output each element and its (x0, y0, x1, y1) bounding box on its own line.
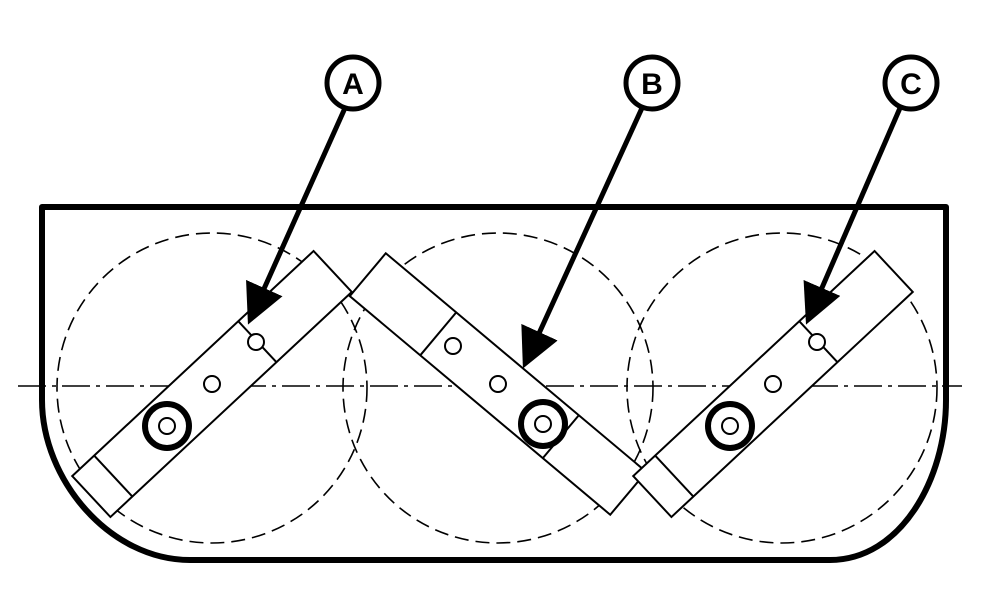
blade-left-hole-outer (247, 333, 265, 351)
callout-a-leader-arrow (246, 106, 348, 325)
deck-housing-outline (39, 204, 949, 563)
blade-cutting-circle-center (342, 232, 654, 544)
blade-right-spindle-hole (721, 417, 739, 435)
callout-c-leader-arrow (803, 107, 903, 325)
callout-b-label: B (641, 68, 663, 101)
blade-left-spindle-hole (158, 417, 176, 435)
callout-c: C (882, 54, 940, 112)
callout-b-leader-arrow (521, 106, 645, 369)
blade-right-hole-center (764, 375, 782, 393)
callout-a: A (324, 54, 382, 112)
blade-cutting-circle-left (56, 232, 368, 544)
blade-cutting-circle-right (626, 232, 938, 544)
callout-b: B (623, 54, 681, 112)
blade-right-hole-outer (808, 333, 826, 351)
blade-center-hole-outer (444, 337, 462, 355)
blade-left-hole-center (203, 375, 221, 393)
blade-center-hole-center (489, 375, 507, 393)
blade-center-spindle-hole (534, 415, 552, 433)
callout-c-label: C (900, 68, 922, 101)
callout-a-label: A (342, 68, 364, 101)
